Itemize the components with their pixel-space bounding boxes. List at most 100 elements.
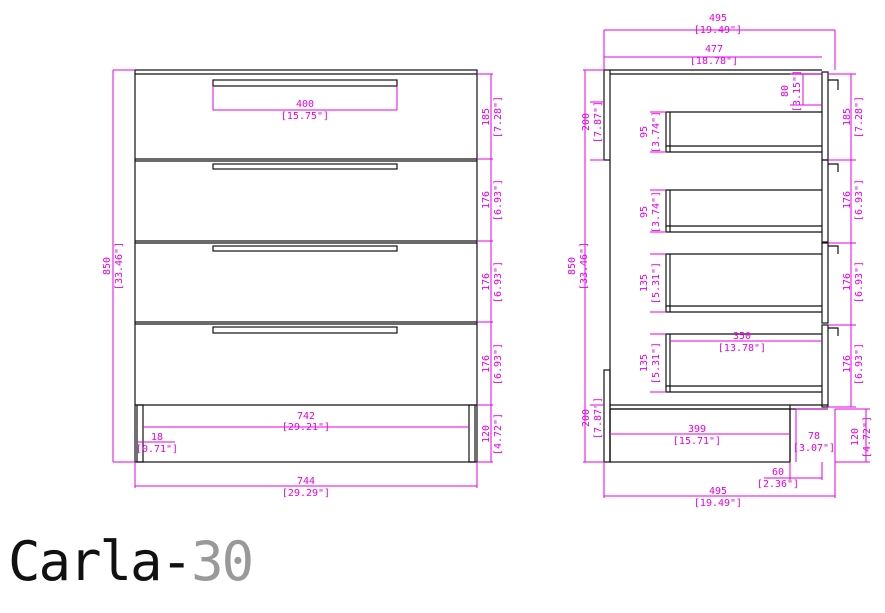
handle-width-mm: 400 [296, 99, 314, 110]
front-drawer1-in: [7.28"] [493, 96, 504, 138]
side-drawer3-in: [6.93"] [854, 261, 865, 303]
side-top-rail-dimline [590, 101, 604, 161]
front-height-in: [33.46"] [114, 242, 125, 290]
plinth-left-foot [136, 404, 144, 463]
side-drawer3-mm: 176 [842, 273, 853, 291]
front-plinth-in: [4.72"] [493, 413, 504, 455]
front-drawer4-mm: 176 [481, 355, 492, 373]
plinth-inner-width-in: [29.21"] [282, 422, 330, 433]
side-box2-in: [3.74"] [651, 191, 662, 233]
side-top-rail-in: [7.87"] [593, 101, 604, 143]
side-depth-inner-mm: 477 [705, 44, 723, 55]
front-height-mm: 850 [102, 257, 113, 275]
side-drawer2-in: [6.93"] [854, 179, 865, 221]
side-box2-mm: 95 [639, 206, 650, 218]
side-plinth-gap-dimline [764, 462, 823, 480]
side-box-depth-mm: 350 [733, 331, 751, 342]
side-plinth-depth-in: [15.71"] [673, 436, 721, 447]
handle-width-dimline [212, 86, 398, 111]
plinth-inner-width-mm: 742 [297, 411, 315, 422]
side-front-offset-mm: 80 [780, 85, 791, 97]
side-drawer-front-4 [821, 324, 829, 408]
drawer-1-handle [212, 79, 398, 87]
side-plinth-gap-mm: 60 [772, 467, 784, 478]
side-front-offset-dimline [790, 73, 822, 106]
side-box-height-dimlines [650, 111, 666, 393]
side-plinth-setback-dimline [795, 408, 828, 462]
product-title-main: Carla- [8, 530, 193, 593]
side-top-rail-mm: 200 [581, 113, 592, 131]
drawer-3-handle [212, 245, 398, 252]
side-drawer-front-1 [821, 71, 829, 161]
side-depth-inner-in: [18.78"] [690, 56, 738, 67]
plinth-right-foot [468, 404, 476, 463]
side-depth-bottom-dimline [603, 409, 836, 498]
front-width-in: [29.29"] [282, 488, 330, 499]
front-cabinet-outline [134, 69, 478, 463]
drawer-box-1 [665, 111, 822, 153]
handle-width-in: [15.75"] [281, 111, 329, 122]
side-plinth-dimline [835, 408, 870, 463]
side-handle-4 [828, 327, 839, 336]
side-plinth-mm: 120 [850, 428, 861, 446]
side-view: 495 [19.49"] 477 [18.78"] [567, 13, 873, 509]
side-handle-1 [828, 79, 839, 90]
side-depth-top-mm: 495 [709, 13, 727, 24]
side-depth-bottom-in: [19.49"] [694, 498, 742, 509]
front-width-mm: 744 [297, 476, 315, 487]
side-drawer1-in: [7.28"] [854, 96, 865, 138]
side-back-bottom-rail [603, 369, 611, 463]
front-drawer2-in: [6.93"] [493, 179, 504, 221]
drawer-box-3 [665, 253, 822, 313]
drawer-2-handle [212, 163, 398, 170]
side-box-depth-in: [13.78"] [718, 343, 766, 354]
front-height-dimline [112, 69, 135, 463]
front-view: 400 [15.75"] 850 [33.46"] 185 [7.28"] 17… [102, 69, 504, 499]
side-depth-top-dimline [603, 29, 836, 70]
drawer-box-2 [665, 189, 822, 233]
side-front-offset-in: [3.15"] [792, 70, 803, 112]
side-box4-in: [5.31"] [651, 342, 662, 384]
side-drawer2-mm: 176 [842, 191, 853, 209]
side-height-mm: 850 [567, 257, 578, 275]
side-thickness-mm: 18 [151, 432, 163, 443]
front-drawer2-mm: 176 [481, 191, 492, 209]
side-handle-2 [828, 163, 839, 172]
side-box4-mm: 135 [639, 354, 650, 372]
product-title-sub: 30 [191, 530, 254, 593]
side-plinth-setback-in: [3.07"] [793, 443, 835, 454]
front-drawer3-mm: 176 [481, 273, 492, 291]
side-box1-mm: 95 [639, 126, 650, 138]
front-plinth-mm: 120 [481, 425, 492, 443]
side-box3-mm: 135 [639, 274, 650, 292]
side-drawer4-mm: 176 [842, 355, 853, 373]
front-drawer1-mm: 185 [481, 108, 492, 126]
side-drawer4-in: [6.93"] [854, 343, 865, 385]
front-drawer4-in: [6.93"] [493, 343, 504, 385]
product-title: Carla-30 [8, 530, 254, 600]
drawer-4-handle [212, 326, 398, 334]
side-bottom-rail-dimline [590, 404, 604, 463]
side-thickness-in: [0.71"] [136, 444, 178, 455]
side-bottom-rail-in: [7.87"] [593, 397, 604, 439]
side-depth-top-in: [19.49"] [694, 25, 742, 36]
side-drawer1-mm: 185 [842, 108, 853, 126]
side-height-in: [33.46"] [579, 242, 590, 290]
side-bottom-rail-mm: 200 [581, 409, 592, 427]
side-drawer-front-2 [821, 159, 829, 243]
side-back-top-rail [603, 69, 611, 161]
front-width-dimline [134, 462, 478, 488]
front-drawer3-in: [6.93"] [493, 261, 504, 303]
side-box1-in: [3.74"] [651, 111, 662, 153]
side-handle-3 [828, 245, 839, 254]
side-box3-in: [5.31"] [651, 262, 662, 304]
side-plinth-setback-mm: 78 [808, 431, 820, 442]
side-plinth-gap-in: [2.36"] [757, 479, 799, 490]
side-drawer-front-3 [821, 242, 829, 324]
drawer-box-4 [665, 333, 822, 393]
side-plinth-depth-mm: 399 [688, 424, 706, 435]
front-drawer-dimlines [477, 73, 493, 463]
side-plinth-in: [4.72"] [862, 416, 873, 458]
side-drawer-dimlines [828, 73, 856, 408]
